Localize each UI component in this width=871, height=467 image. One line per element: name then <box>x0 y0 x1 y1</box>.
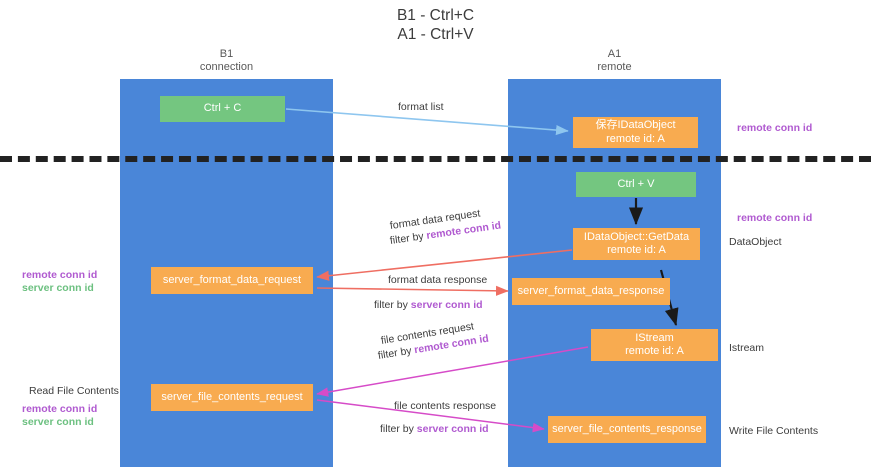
label-remote-conn-id-mid: remote conn id <box>737 212 813 224</box>
server-conn-id-text-2: server conn id <box>416 423 489 435</box>
title-line-1: B1 - Ctrl+C <box>396 7 475 24</box>
label-filter-by-server-conn-id-2: filter by server conn id <box>380 422 489 436</box>
column-header-a1-name: A1 <box>607 48 622 60</box>
node-server-format-data-request[interactable]: server_format_data_request <box>151 267 313 294</box>
filter-by-text-2: filter by <box>374 299 411 311</box>
label-left-remote-conn-id-2: remote conn id <box>22 403 98 415</box>
node-getdata-line1: IDataObject::GetData <box>583 230 690 243</box>
filter-by-text-1: filter by <box>389 229 428 247</box>
node-istream[interactable]: IStream remote id: A <box>591 329 718 361</box>
node-ctrl-v[interactable]: Ctrl + V <box>576 172 696 197</box>
node-ctrl-c[interactable]: Ctrl + C <box>160 96 285 122</box>
label-left-server-conn-id-2: server conn id <box>22 416 94 428</box>
label-remote-conn-id-top: remote conn id <box>737 122 813 134</box>
label-file-contents-response: file contents response <box>394 400 497 412</box>
node-idataobject-getdata[interactable]: IDataObject::GetData remote id: A <box>573 228 700 260</box>
node-idataobject-line2: remote id: A <box>606 132 665 145</box>
label-read-file-contents: Read File Contents <box>29 385 119 397</box>
label-format-data-response: format data response <box>388 274 488 286</box>
label-left-server-conn-id-1: server conn id <box>22 282 94 294</box>
label-dataobject: DataObject <box>729 236 782 248</box>
label-filter-by-server-conn-id-1: filter by server conn id <box>374 298 483 312</box>
node-server-file-contents-response-label: server_file_contents_response <box>552 422 702 435</box>
column-header-b1-sub: connection <box>199 61 254 73</box>
column-header-b1-name: B1 <box>219 48 234 60</box>
label-write-file-contents: Write File Contents <box>729 425 819 437</box>
node-idataobject-line1: 保存IDataObject <box>595 119 676 131</box>
node-idataobject[interactable]: 保存IDataObject remote id: A <box>573 117 698 148</box>
label-istream-side: Istream <box>729 342 765 354</box>
node-server-file-contents-response[interactable]: server_file_contents_response <box>548 416 706 443</box>
server-conn-id-text-1: server conn id <box>410 299 483 311</box>
node-server-format-data-response-label: server_format_data_response <box>517 284 665 297</box>
arrow-format-data-response <box>316 285 509 296</box>
node-ctrl-v-label: Ctrl + V <box>617 177 655 190</box>
filter-by-text-4: filter by <box>380 423 417 435</box>
node-istream-line1: IStream <box>635 331 674 344</box>
phase-divider <box>0 156 871 162</box>
column-header-a1-sub: remote <box>597 61 632 73</box>
column-header-a1: A1 remote <box>508 48 721 74</box>
label-left-remote-conn-id-1: remote conn id <box>22 269 98 281</box>
column-header-b1: B1 connection <box>120 48 333 74</box>
page-title: B1 - Ctrl+C A1 - Ctrl+V <box>0 6 871 44</box>
node-server-file-contents-request-label: server_file_contents_request <box>161 390 303 403</box>
node-getdata-line2: remote id: A <box>607 244 666 256</box>
title-line-2: A1 - Ctrl+V <box>397 26 474 43</box>
node-ctrl-c-label: Ctrl + C <box>203 102 242 115</box>
node-server-file-contents-request[interactable]: server_file_contents_request <box>151 384 313 411</box>
node-server-format-data-request-label: server_format_data_request <box>162 273 302 286</box>
label-format-list: format list <box>398 101 444 113</box>
node-istream-line2: remote id: A <box>625 345 684 357</box>
node-server-format-data-response[interactable]: server_format_data_response <box>512 278 670 305</box>
